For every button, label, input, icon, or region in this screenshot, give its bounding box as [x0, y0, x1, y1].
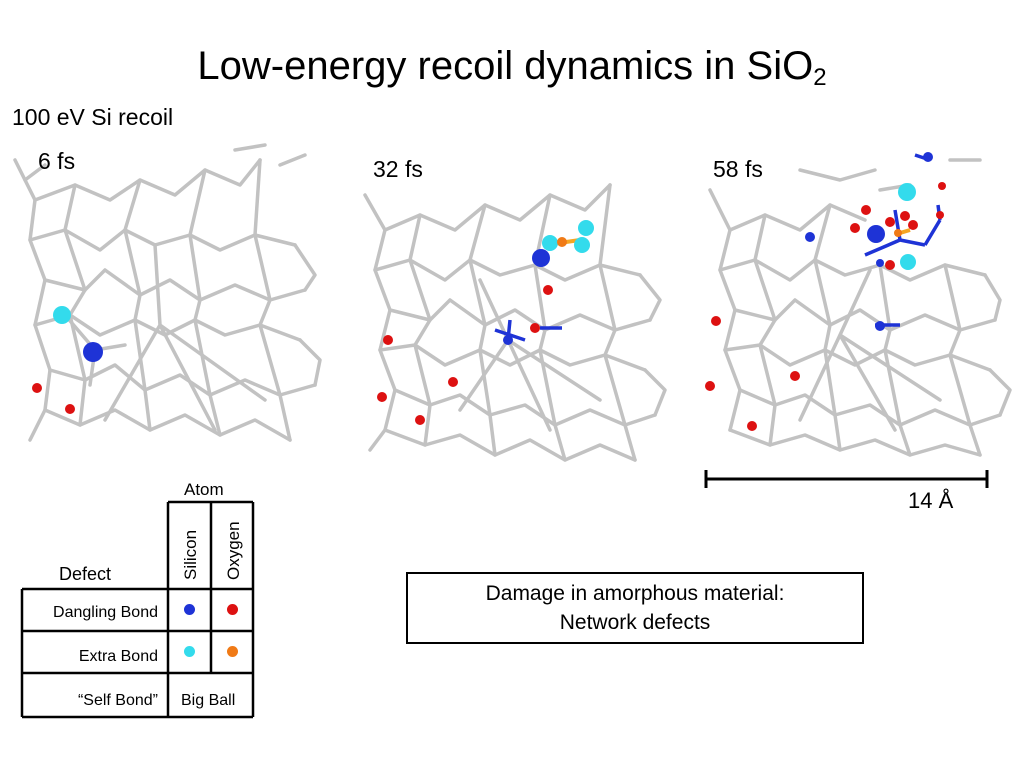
bond-network — [708, 158, 1012, 457]
damage-note-line-2: Network defects — [559, 611, 711, 634]
oxygen-dangling-atom — [747, 421, 757, 431]
oxygen-dangling-atom — [885, 217, 895, 227]
silicon-extra-bond-atom — [898, 183, 916, 201]
oxygen-dangling-atom — [415, 415, 425, 425]
molecule-panel-58fs — [705, 152, 1012, 457]
time-label-32fs: 32 fs — [373, 156, 423, 182]
oxygen-dangling-atom — [885, 260, 895, 270]
legend-big-ball: Big Ball — [181, 692, 236, 709]
oxygen-dangling-atom — [850, 223, 860, 233]
oxygen-extra-bond-atom — [557, 237, 567, 247]
molecule-panel-32fs — [363, 183, 667, 462]
legend-defect-header: Defect — [59, 564, 112, 584]
dot-cyan-icon — [184, 646, 195, 657]
dot-blue-icon — [184, 604, 195, 615]
oxygen-dangling-atom — [861, 205, 871, 215]
silicon-self-bond-atom — [532, 249, 550, 267]
dot-orange-icon — [227, 646, 238, 657]
oxygen-dangling-atom — [32, 383, 42, 393]
silicon-self-bond-atom — [83, 342, 103, 362]
silicon-dangling-atom — [805, 232, 815, 242]
time-label-6fs: 6 fs — [38, 148, 76, 174]
title-subscript: 2 — [813, 64, 827, 91]
silicon-extra-bond-atom — [53, 306, 71, 324]
damage-note-box: Damage in amorphous material: Network de… — [406, 572, 864, 644]
silicon-dangling-atom — [875, 321, 885, 331]
oxygen-dangling-atom — [530, 323, 540, 333]
oxygen-dangling-atom — [383, 335, 393, 345]
legend-column-silicon: Silicon — [181, 529, 200, 580]
silicon-dangling-atom — [876, 259, 884, 267]
oxygen-dangling-atom — [377, 392, 387, 402]
molecule-panel-6fs — [13, 143, 322, 442]
legend-row-self-bond: “Self Bond” — [77, 692, 158, 709]
oxygen-extra-bond-atom — [894, 229, 902, 237]
title-text: Low-energy recoil dynamics in SiO — [197, 44, 814, 88]
oxygen-dangling-atom — [543, 285, 553, 295]
oxygen-dangling-atom — [908, 220, 918, 230]
oxygen-dangling-atom — [936, 211, 944, 219]
silicon-extra-bond-atom — [574, 237, 590, 253]
scale-bar — [704, 470, 989, 488]
oxygen-dangling-atom — [705, 381, 715, 391]
oxygen-dangling-atom — [448, 377, 458, 387]
silicon-dangling-atom — [923, 152, 933, 162]
time-label-58fs: 58 fs — [713, 156, 763, 182]
oxygen-dangling-atom — [938, 182, 946, 190]
oxygen-dangling-atom — [790, 371, 800, 381]
silicon-self-bond-atom — [867, 225, 885, 243]
silicon-extra-bond-atom — [542, 235, 558, 251]
legend-atom-header: Atom — [184, 480, 224, 499]
subtitle: 100 eV Si recoil — [12, 104, 174, 130]
slide-title: Low-energy recoil dynamics in SiO2 — [0, 42, 1024, 90]
oxygen-dangling-atom — [900, 211, 910, 221]
silicon-dangling-atom — [503, 335, 513, 345]
bond-network — [363, 183, 667, 462]
legend-row-dangling-bond: Dangling Bond — [53, 604, 158, 621]
damage-note-line-1: Damage in amorphous material: — [485, 582, 785, 605]
legend-row-extra-bond: Extra Bond — [78, 648, 158, 665]
silicon-extra-bond-atom — [578, 220, 594, 236]
bond-network — [13, 143, 322, 442]
dot-red-icon — [227, 604, 238, 615]
silicon-extra-bond-atom — [900, 254, 916, 270]
legend-column-oxygen: Oxygen — [224, 521, 243, 580]
scale-bar-label: 14 Å — [908, 488, 954, 513]
oxygen-dangling-atom — [65, 404, 75, 414]
oxygen-dangling-atom — [711, 316, 721, 326]
